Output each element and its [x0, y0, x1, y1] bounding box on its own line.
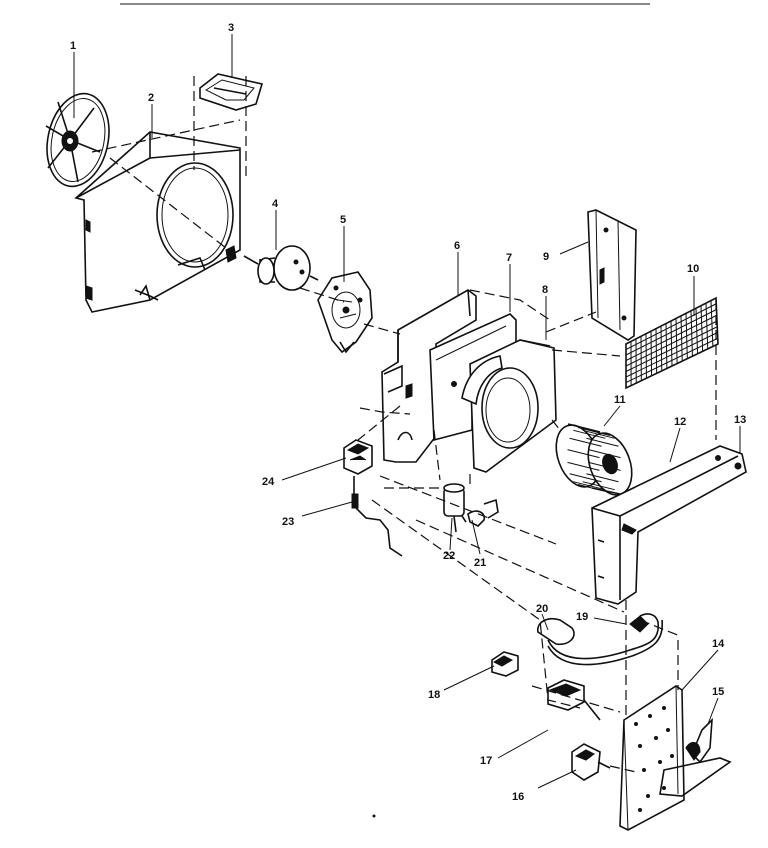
part-2-label: 2: [148, 92, 154, 104]
part-16-label: 16: [512, 791, 524, 803]
shroud-cap: [199, 73, 264, 111]
base-bracket: [591, 445, 747, 605]
part-21-label: 21: [474, 557, 486, 569]
part-12-label: 12: [674, 416, 686, 428]
fan-blade: [45, 92, 110, 188]
part-15-label: 15: [712, 686, 724, 698]
wire-lead: [351, 476, 403, 557]
control-panel: [619, 685, 732, 831]
part-6-label: 6: [454, 240, 460, 252]
fan-motor: [243, 245, 319, 291]
blower-scroll: [461, 339, 557, 473]
grille-mesh: [625, 296, 719, 390]
part-23-label: 23: [282, 516, 294, 528]
part-13-label: 13: [734, 414, 746, 426]
terminal-block: [343, 439, 373, 475]
run-capacitor: [443, 483, 467, 533]
part-22-label: 22: [443, 550, 455, 562]
thermostat-knob: [685, 717, 713, 764]
part-labels: 1 2 3 4 5 6 7 8 9 10 11 12 13 14 15 16 1…: [70, 22, 746, 803]
part-7-label: 7: [506, 252, 512, 264]
selector-switch: [571, 743, 611, 781]
part-20-label: 20: [536, 603, 548, 615]
part-11-label: 11: [614, 394, 626, 406]
blower-wheel: [555, 423, 633, 496]
part-24-label: 24: [262, 476, 275, 488]
part-9-label: 9: [543, 251, 549, 263]
motor-mount: [317, 271, 373, 354]
part-5-label: 5: [340, 214, 346, 226]
stray-dot: [372, 814, 376, 818]
part-1-label: 1: [70, 40, 76, 52]
part-19-label: 19: [576, 611, 588, 623]
part-18-label: 18: [428, 689, 440, 701]
fan-shroud: [74, 131, 241, 313]
part-3-label: 3: [228, 22, 234, 34]
orifice-panel: [381, 289, 477, 463]
part-4-label: 4: [272, 198, 279, 210]
leader-lines: [73, 34, 741, 789]
part-8-label: 8: [542, 284, 548, 296]
thermostat-cord: [537, 613, 663, 666]
power-plug: [491, 651, 519, 677]
part-17-label: 17: [480, 755, 492, 767]
relay-block: [547, 679, 601, 721]
part-14-label: 14: [712, 638, 725, 650]
side-bracket: [587, 209, 637, 341]
part-10-label: 10: [687, 263, 699, 275]
